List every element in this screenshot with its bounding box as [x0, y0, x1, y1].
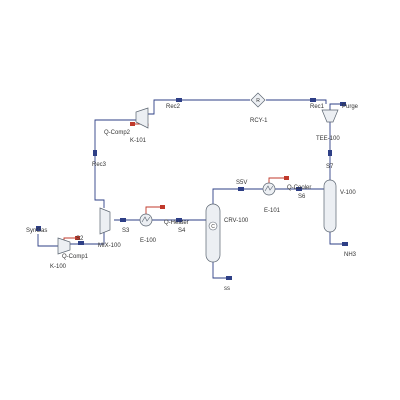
compressor-icon: [135, 107, 149, 129]
stream-markers: [36, 98, 348, 280]
q-heater-label: Q-Heater: [164, 220, 189, 226]
q-comp1-marker[interactable]: [75, 236, 80, 240]
nh3-stream-marker[interactable]: [342, 242, 348, 246]
q-comp1-label: Q-Comp1: [62, 254, 89, 260]
q-cooler-marker[interactable]: [284, 176, 289, 180]
rcy1-recycle-unit[interactable]: R: [250, 92, 266, 108]
q-cooler-label: Q-Cooler: [287, 185, 311, 191]
splitter-icon: [321, 109, 339, 123]
mixer-icon: [99, 207, 111, 235]
s4-stream-marker[interactable]: [176, 218, 182, 222]
e101-label: E-101: [264, 208, 281, 214]
s2-label: S2: [76, 236, 84, 242]
s6-label: S6: [298, 194, 306, 200]
crv100-label: CRV-100: [224, 218, 249, 224]
k100-label: K-100: [50, 264, 67, 270]
s5v-stream-marker[interactable]: [238, 187, 244, 191]
rec1-stream-marker[interactable]: [310, 98, 316, 102]
nh3-line[interactable]: [329, 232, 342, 245]
tee100-splitter-unit[interactable]: [321, 109, 339, 123]
mix100-label: MIX-100: [98, 243, 121, 249]
syngas-line[interactable]: [37, 234, 58, 247]
rec3-label: Rec3: [92, 162, 107, 168]
e100-label: E-100: [140, 238, 157, 244]
energy-stream-lines: [63, 123, 286, 250]
k100-compressor-unit[interactable]: [57, 237, 71, 255]
reactor-vessel-icon: [205, 203, 221, 263]
nh3-label: NH3: [344, 252, 357, 258]
v100-label: V-100: [340, 190, 356, 196]
s7-label: S7: [326, 164, 334, 170]
compressor-icon: [57, 237, 71, 255]
s4-label: S4: [178, 228, 186, 234]
purge-stream-marker[interactable]: [340, 102, 346, 106]
k101-label: K-101: [130, 138, 147, 144]
syngas-stream-marker[interactable]: [36, 226, 41, 231]
purge-line[interactable]: [329, 103, 340, 112]
q-heater-line[interactable]: [145, 206, 162, 214]
s6-stream-marker[interactable]: [296, 187, 302, 191]
material-stream-lines: [37, 99, 342, 279]
rcy1-label: RCY-1: [250, 118, 268, 124]
heater-glyph: [141, 216, 151, 223]
bottom-stream-label: ss: [224, 286, 230, 292]
crv-bottom-line[interactable]: [212, 262, 226, 279]
s2-stream-marker[interactable]: [78, 241, 84, 245]
rec3-stream-marker[interactable]: [93, 150, 97, 156]
rec2-stream-marker[interactable]: [176, 98, 182, 102]
crv-bottom-stream-marker[interactable]: [226, 276, 232, 280]
k101-compressor-unit[interactable]: [135, 107, 149, 129]
s3-label: S3: [122, 228, 130, 234]
separator-vessel-icon: [323, 179, 337, 233]
k101-outlet-line[interactable]: [94, 119, 136, 130]
e101-cooler-unit[interactable]: [262, 182, 276, 196]
rec2-line[interactable]: [148, 99, 250, 115]
s7-stream-marker[interactable]: [328, 150, 332, 156]
q-comp2-marker[interactable]: [130, 122, 135, 126]
rec3-line[interactable]: [94, 130, 105, 208]
q-heater-marker[interactable]: [160, 205, 165, 209]
heater-icon: [139, 213, 153, 227]
rec1-line[interactable]: [266, 99, 327, 104]
tee100-label: TEE-100: [316, 136, 340, 142]
s5v-label: S5V: [236, 180, 247, 186]
q-cooler-line[interactable]: [268, 177, 286, 183]
energy-markers: [75, 122, 289, 240]
syngas-label: SynGas: [26, 228, 47, 234]
s3-stream-marker[interactable]: [120, 218, 126, 222]
purge-label: Purge: [342, 104, 359, 110]
e100-heater-unit[interactable]: [139, 213, 153, 227]
recycle-icon: [250, 92, 266, 108]
s5v-line[interactable]: [212, 188, 263, 204]
reactor-badge-icon: [208, 221, 218, 231]
q-comp2-label: Q-Comp2: [104, 130, 131, 136]
rec2-label: Rec2: [166, 104, 181, 110]
mix100-mixer-unit[interactable]: [99, 207, 111, 235]
v100-separator-unit[interactable]: [323, 179, 337, 233]
recycle-glyph: R: [256, 98, 260, 104]
cooler-icon: [262, 182, 276, 196]
cooler-glyph: [264, 185, 274, 192]
reactor-badge-glyph: C: [211, 224, 215, 230]
rec1-label: Rec1: [310, 104, 325, 110]
crv100-reactor-unit[interactable]: C: [205, 203, 221, 263]
